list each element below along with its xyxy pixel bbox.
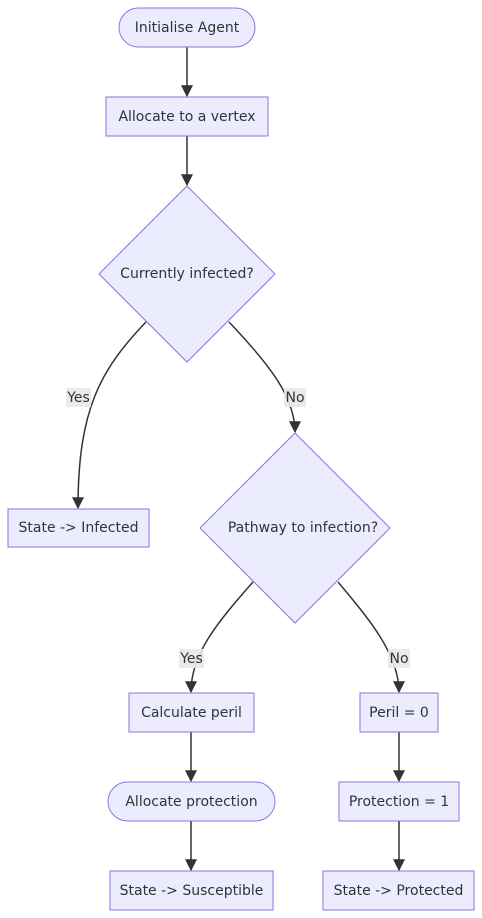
node-label: State -> Susceptible: [120, 883, 264, 899]
node-label: Pathway to infection?: [228, 520, 378, 536]
node-label: State -> Protected: [334, 883, 464, 899]
edge-label-bg: [284, 388, 306, 407]
node-peril-zero: Peril = 0: [359, 692, 439, 733]
node-allocate-protection: Allocate protection: [107, 781, 276, 822]
node-state-susceptible: State -> Susceptible: [109, 870, 274, 911]
edge-label-infected-yes: Yes: [66, 388, 91, 407]
rect-node-shape: [322, 870, 475, 911]
node-label: Peril = 0: [369, 705, 429, 721]
rect-node-shape: [128, 692, 255, 733]
node-label: Initialise Agent: [135, 20, 240, 36]
node-label: Currently infected?: [120, 266, 254, 282]
edge-label-bg: [179, 649, 204, 668]
edge-label-infected-no: No: [284, 388, 306, 407]
node-initialise-agent: Initialise Agent: [118, 7, 256, 48]
decision-node-shape: [98, 185, 276, 363]
edge-label-pathway-no: No: [388, 649, 410, 668]
rect-node-shape: [105, 96, 269, 137]
edge-label-text: Yes: [66, 390, 90, 406]
edge-label-text: No: [389, 651, 408, 667]
edge-label-bg: [66, 388, 91, 407]
node-label: Allocate protection: [125, 794, 257, 810]
edge-label-text: No: [285, 390, 304, 406]
node-label: Calculate peril: [141, 705, 242, 721]
node-currently-infected: Currently infected?: [98, 185, 276, 363]
edge-label-pathway-yes: Yes: [179, 649, 204, 668]
edge-infected-no: [228, 321, 301, 434]
node-label: Allocate to a vertex: [118, 109, 255, 125]
edge-labels: Yes No Yes No: [66, 388, 410, 668]
edge-pathway-no: [337, 581, 405, 694]
node-state-protected: State -> Protected: [322, 870, 475, 911]
edge-label-bg: [388, 649, 410, 668]
node-label: State -> Infected: [19, 520, 139, 536]
node-state-infected: State -> Infected: [7, 508, 150, 548]
rect-node-shape: [338, 781, 460, 822]
edge-pathway-yes: [185, 581, 254, 694]
node-allocate-to-vertex: Allocate to a vertex: [105, 96, 269, 137]
rounded-node-shape: [118, 7, 256, 48]
edge-label-text: Yes: [179, 651, 203, 667]
node-protection-one: Protection = 1: [338, 781, 460, 822]
node-pathway-to-infection: Pathway to infection?: [199, 432, 391, 624]
rounded-node-shape: [107, 781, 276, 822]
node-label: Protection = 1: [349, 794, 449, 810]
nodes: Initialise Agent Allocate to a vertex Cu…: [7, 7, 475, 911]
edges: [72, 47, 405, 872]
rect-node-shape: [109, 870, 274, 911]
edge-infected-yes: [72, 321, 147, 510]
rect-node-shape: [359, 692, 439, 733]
node-calculate-peril: Calculate peril: [128, 692, 255, 733]
rect-node-shape: [7, 508, 150, 548]
decision-node-shape: [199, 432, 391, 624]
